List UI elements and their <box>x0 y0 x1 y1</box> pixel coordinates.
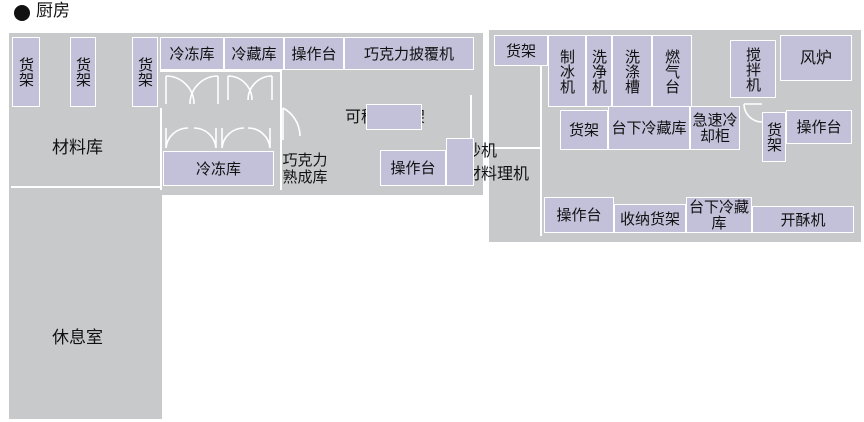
rack-right-mid: 货架 <box>560 110 608 150</box>
ice-machine: 制冰机 <box>548 35 586 107</box>
rack-right-top: 货架 <box>494 35 548 66</box>
wall-right-divider <box>540 66 542 236</box>
page-title: 厨房 <box>36 1 70 21</box>
wall-room-divider <box>280 70 282 190</box>
under-counter-fridge-2: 台下冷藏库 <box>686 197 752 233</box>
legend-dot-icon <box>14 5 30 21</box>
sheeter: 开酥机 <box>752 206 854 233</box>
wall-top-inner <box>160 70 280 72</box>
room-chocolate-aging: 巧克力熟成库 <box>282 151 328 186</box>
worktable-bottom: 操作台 <box>544 197 614 233</box>
spray-machine-unit <box>446 138 474 186</box>
dishwasher: 洗净机 <box>586 35 612 107</box>
wall-passage-top <box>482 147 540 149</box>
rack-1: 货架 <box>12 37 40 107</box>
gas-stove: 燃气台 <box>652 35 692 107</box>
storage-rack: 收纳货架 <box>614 204 686 233</box>
worktable-top: 操作台 <box>284 37 344 70</box>
room-material-store: 材料库 <box>52 138 103 158</box>
worktable-mid: 操作台 <box>380 150 446 186</box>
freezer-top: 冷冻库 <box>160 37 224 70</box>
wall-passage-left <box>470 95 472 165</box>
fridge-top: 冷藏库 <box>224 37 284 70</box>
blast-chiller: 急速冷却柜 <box>690 106 740 150</box>
movable-rack-unit <box>366 104 422 130</box>
freezer-lower: 冷冻库 <box>163 151 274 186</box>
rack-2: 货架 <box>70 37 96 107</box>
chocolate-enrober: 巧克力披覆机 <box>344 37 474 70</box>
wall-material-divider <box>11 186 161 188</box>
rack-3: 货架 <box>132 37 158 107</box>
under-counter-fridge-1: 台下冷藏库 <box>608 106 690 150</box>
rack-right-side: 货架 <box>762 112 786 162</box>
room-rest-room: 休息室 <box>52 328 103 348</box>
worktable-right: 操作台 <box>786 110 852 144</box>
oven: 风炉 <box>780 35 852 81</box>
wall-left-vertical <box>160 108 162 190</box>
mixer: 搅拌机 <box>730 40 776 98</box>
wash-sink: 洗涤槽 <box>612 35 652 107</box>
